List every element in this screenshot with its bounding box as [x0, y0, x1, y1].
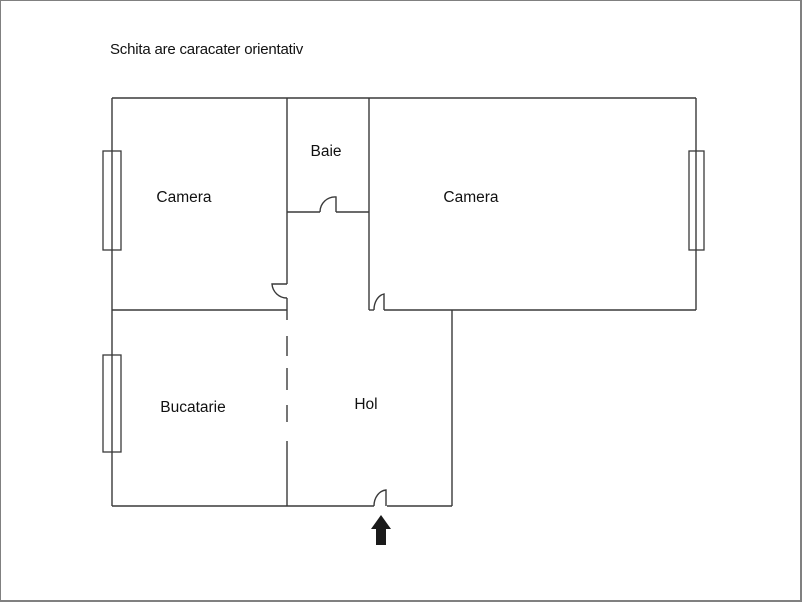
door-entrance	[373, 489, 387, 507]
disclaimer-note: Schita are caracater orientativ	[110, 41, 304, 58]
room-label-hol: Hol	[354, 396, 378, 413]
room-label-camera-right: Camera	[443, 189, 499, 206]
room-label-bucatarie: Bucatarie	[160, 399, 226, 416]
door-baie	[319, 196, 337, 213]
door-camera-left	[271, 283, 288, 299]
entrance-arrow-icon	[371, 515, 391, 545]
room-label-camera-left: Camera	[156, 189, 212, 206]
door-camera-right	[373, 293, 385, 311]
room-label-baie: Baie	[310, 143, 342, 160]
